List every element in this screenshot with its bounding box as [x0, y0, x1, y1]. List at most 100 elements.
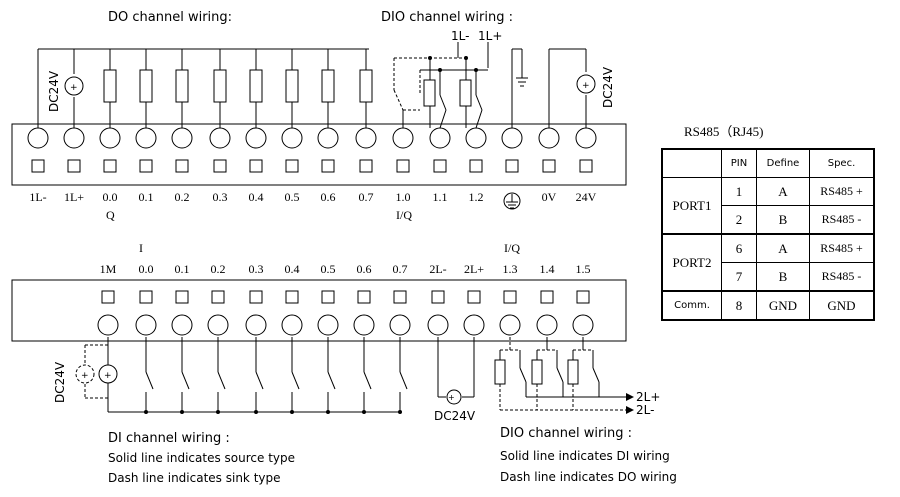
terminal-screw	[353, 314, 375, 336]
bottom-iq-label: I/Q	[504, 241, 520, 255]
terminal-slot	[211, 290, 225, 304]
define-cell: A	[756, 177, 810, 206]
terminal-screw	[575, 127, 597, 149]
terminal-slot	[505, 159, 519, 173]
terminal-slot	[67, 159, 81, 173]
terminal-slot	[359, 159, 373, 173]
dio-minus-arrow	[626, 406, 634, 414]
top-terminal-label: 1.2	[469, 190, 484, 204]
pin-cell: 7	[721, 262, 757, 292]
top-terminal-label: 1L-	[29, 190, 46, 204]
top-terminal-label: 1.0	[396, 190, 411, 204]
top-terminal-label: 0.2	[175, 190, 190, 204]
define-cell: B	[756, 262, 810, 292]
bottom-i-label: I	[139, 241, 143, 255]
load-resistor	[175, 69, 189, 103]
terminal-screw	[171, 127, 193, 149]
terminal-screw	[135, 127, 157, 149]
terminal-slot	[469, 159, 483, 173]
comm-label: Comm.	[661, 290, 722, 321]
junction-dot	[362, 410, 366, 414]
junction-dot	[216, 410, 220, 414]
load-resistor	[359, 69, 373, 103]
top-terminal-label: 0.1	[139, 190, 154, 204]
bottom-terminal-label: 1.4	[540, 262, 555, 276]
header-spec: Spec.	[809, 148, 875, 178]
terminal-screw	[63, 127, 85, 149]
dc24v-left-source: +	[64, 49, 84, 115]
dio-bottom-wiring	[494, 337, 626, 411]
terminal-screw	[245, 314, 267, 336]
terminal-screw	[389, 314, 411, 336]
dio-top-wiring	[393, 42, 489, 129]
di-switch	[363, 371, 372, 390]
bottom-terminal-label: 1.5	[576, 262, 591, 276]
terminal-screw	[27, 127, 49, 149]
di-switch	[327, 371, 336, 390]
di-switch	[217, 371, 226, 390]
terminal-slot	[249, 290, 263, 304]
svg-text:+: +	[70, 83, 78, 93]
bottom-terminal-label: 2L-	[429, 262, 446, 276]
spec-cell: RS485 -	[809, 205, 875, 235]
terminal-slot	[213, 159, 227, 173]
top-terminal-label: 0.5	[285, 190, 300, 204]
pin-cell: 8	[721, 290, 757, 321]
terminal-slot	[396, 159, 410, 173]
port2-label: PORT2	[661, 233, 722, 292]
do-wiring	[37, 48, 373, 128]
top-terminal-label: 1L+	[64, 190, 84, 204]
terminal-slot	[393, 290, 407, 304]
table-header-row: PIN Define Spec.	[661, 148, 875, 178]
bottom-terminal-label: 1M	[100, 262, 117, 276]
bottom-terminal-label: 2L+	[464, 262, 484, 276]
terminal-screw	[171, 314, 193, 336]
di-wiring-caption: DI channel wiring :	[108, 431, 230, 446]
top-terminal-label: 0.6	[321, 190, 336, 204]
terminal-screw	[499, 314, 521, 336]
terminal-screw	[317, 314, 339, 336]
terminal-screw	[465, 127, 487, 149]
top-terminal-label: 0.3	[213, 190, 228, 204]
bottom-terminal-label: 0.1	[175, 262, 190, 276]
terminal-screw	[281, 314, 303, 336]
pin-cell: 1	[721, 177, 757, 206]
terminal-screw	[99, 127, 121, 149]
bottom-terminal-label: 0.6	[357, 262, 372, 276]
terminal-slot	[175, 290, 189, 304]
dio-minus-label: 2L-	[636, 403, 654, 417]
terminal-slot	[321, 290, 335, 304]
terminal-screw	[572, 314, 594, 336]
dio-supply-plus-label: 1L+	[478, 29, 502, 43]
define-cell: A	[756, 233, 810, 263]
table-row: 2 B RS485 -	[662, 205, 875, 235]
terminal-screw	[97, 314, 119, 336]
terminal-slot	[249, 159, 263, 173]
svg-text:+: +	[582, 81, 590, 91]
di-switch	[399, 371, 408, 390]
terminal-screw	[501, 127, 523, 149]
di-wiring: + +	[75, 337, 408, 414]
terminal-screw	[427, 314, 449, 336]
load-resistor	[103, 69, 117, 103]
top-iq-label: I/Q	[396, 208, 412, 222]
rs485-pin-table: PIN Define Spec. PORT1 1 A RS485 + 2 B R…	[661, 148, 875, 321]
junction-dot	[326, 410, 330, 414]
terminal-screw	[392, 127, 414, 149]
spec-cell: RS485 +	[809, 177, 875, 206]
terminal-slot	[540, 290, 554, 304]
svg-text:+: +	[448, 393, 455, 402]
do-wiring-caption: DO channel wiring:	[108, 10, 232, 25]
dio-plus-label: 2L+	[636, 390, 660, 404]
terminal-slot	[139, 290, 153, 304]
bottom-terminal-label: 1.3	[503, 262, 518, 276]
terminal-screw	[281, 127, 303, 149]
bottom-terminal-label: 0.5	[321, 262, 336, 276]
top-terminal-label: 24V	[576, 190, 597, 204]
load-resistor	[139, 69, 153, 103]
junction-dot	[180, 410, 184, 414]
dio-plus-arrow	[626, 393, 634, 401]
